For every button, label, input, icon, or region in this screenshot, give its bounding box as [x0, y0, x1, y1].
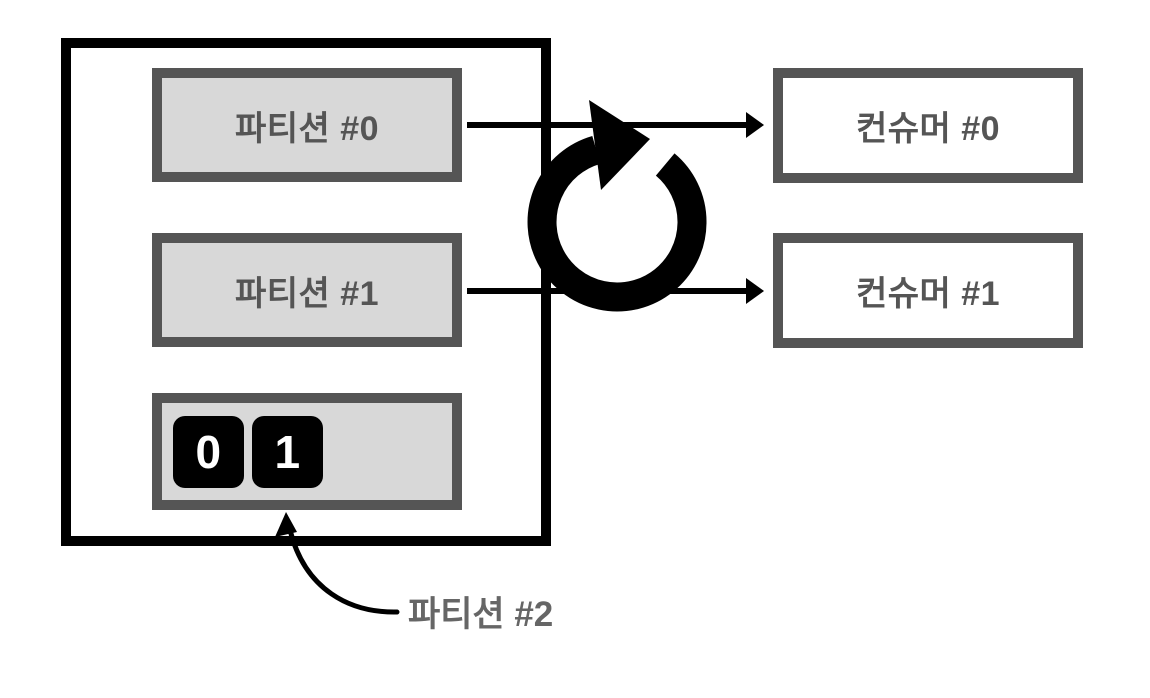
partition-2-callout-label: 파티션 #2	[408, 595, 554, 634]
consumer-0-box: 컨슈머 #0	[773, 68, 1083, 183]
partition-0-box: 파티션 #0	[152, 68, 462, 182]
consumer-1-label: 컨슈머 #1	[855, 275, 1001, 313]
circular-arrow-clockwise-icon	[527, 100, 707, 312]
consumer-1-box: 컨슈머 #1	[773, 233, 1083, 348]
offset-1-value: 1	[274, 425, 301, 478]
offset-0-value: 0	[195, 425, 222, 478]
partition-2-box: 0 1	[152, 393, 462, 510]
partition-1-box: 파티션 #1	[152, 233, 462, 347]
consumer-0-label: 컨슈머 #0	[855, 110, 1001, 148]
offset-cell-0: 0	[173, 415, 244, 488]
partition-0-label: 파티션 #0	[234, 109, 380, 148]
partition-1-label: 파티션 #1	[234, 274, 380, 313]
offset-cell-1: 1	[252, 415, 323, 488]
